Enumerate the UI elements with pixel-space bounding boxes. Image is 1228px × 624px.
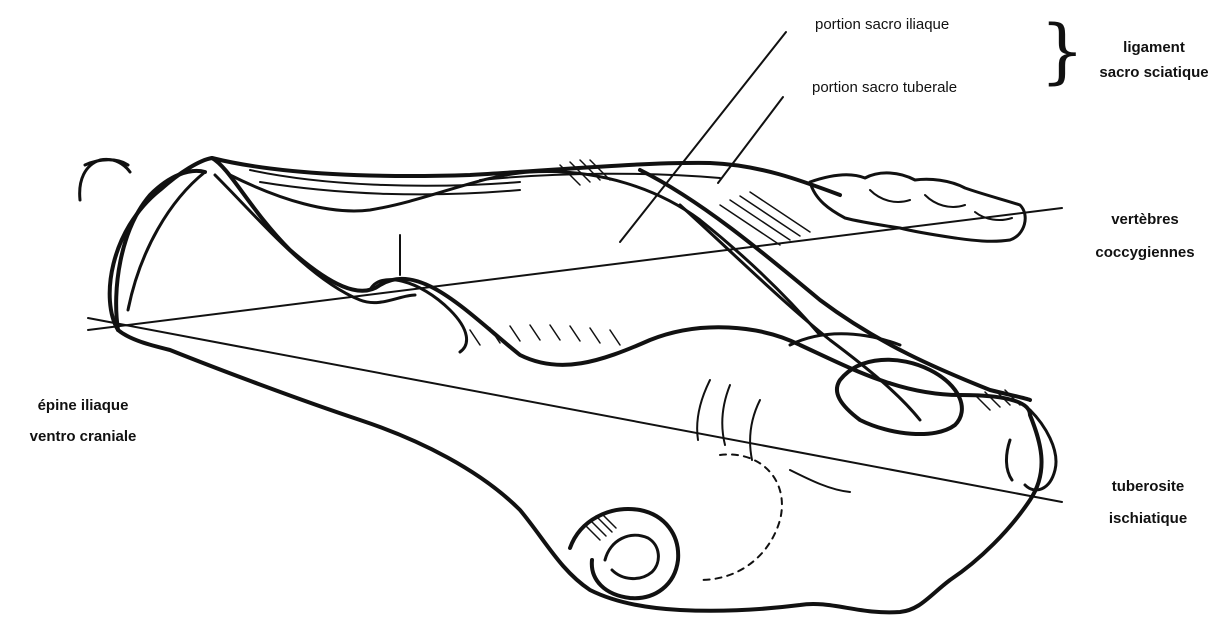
label-ligament-line1: ligament — [1090, 39, 1218, 57]
label-tuberosite-line1: tuberosite — [1088, 478, 1208, 496]
dashed-outline — [700, 454, 782, 580]
bone-outline — [110, 158, 1042, 612]
label-epine-line1: épine iliaque — [8, 397, 158, 415]
line-epine-to-tuberosite — [88, 318, 1062, 502]
acetabulum-inner — [605, 535, 658, 578]
coccygeal-detail — [870, 190, 1012, 220]
hatch-marks-lower — [470, 325, 620, 345]
greater-foramen — [370, 280, 467, 352]
coccygeal-vertebrae — [810, 173, 1025, 241]
label-vertebres-line2: coccygiennes — [1085, 244, 1205, 262]
label-epine-line2: ventro craniale — [8, 428, 158, 446]
hatch-marks-top — [560, 160, 610, 185]
label-portion-sacro-iliaque: portion sacro iliaque — [815, 16, 949, 34]
line-epine-to-vertebres — [88, 208, 1062, 330]
acetabulum-hatch — [585, 514, 616, 540]
label-portion-sacro-tuberale: portion sacro tuberale — [812, 79, 957, 97]
acetabulum — [570, 509, 678, 598]
brace-icon: } — [1040, 16, 1085, 86]
ilium-rim — [128, 172, 205, 310]
ligament-descending-band — [640, 170, 1030, 400]
label-vertebres-line1: vertèbres — [1085, 211, 1205, 229]
label-tuberosite-line2: ischiatique — [1088, 510, 1208, 528]
label-ligament-line2: sacro sciatique — [1090, 64, 1218, 82]
leader-sacro-tuberale — [718, 97, 783, 183]
hatch-marks-band — [720, 192, 810, 245]
